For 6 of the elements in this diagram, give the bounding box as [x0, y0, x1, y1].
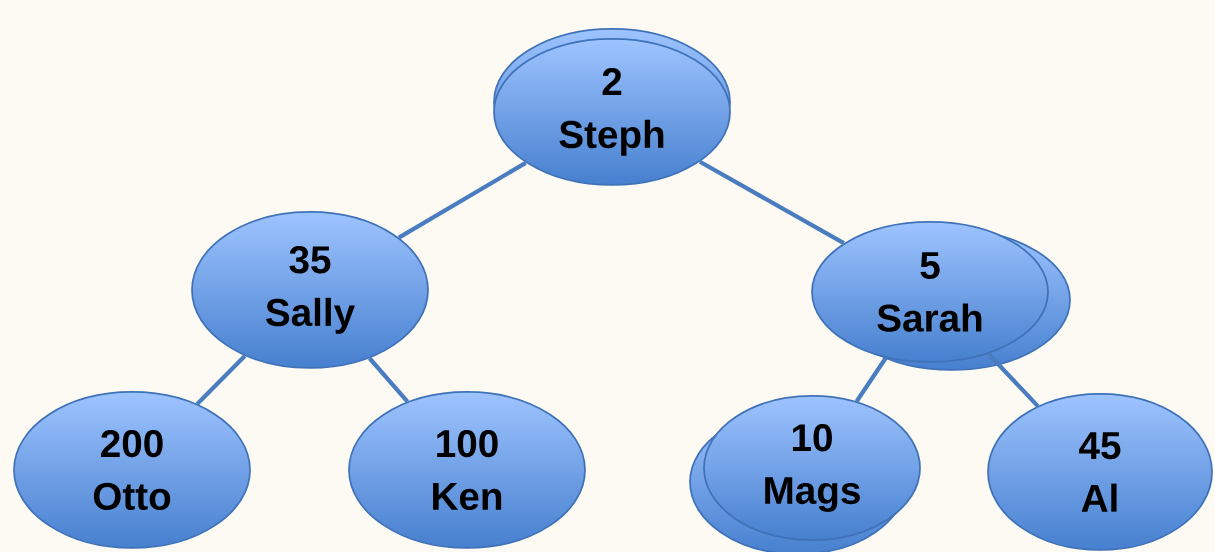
tree-edge [986, 352, 1040, 408]
tree-edge [698, 159, 845, 246]
tree-edge [397, 161, 527, 240]
tree-edge [195, 354, 247, 406]
tree-edge [854, 356, 888, 403]
tree-edge [367, 356, 410, 404]
